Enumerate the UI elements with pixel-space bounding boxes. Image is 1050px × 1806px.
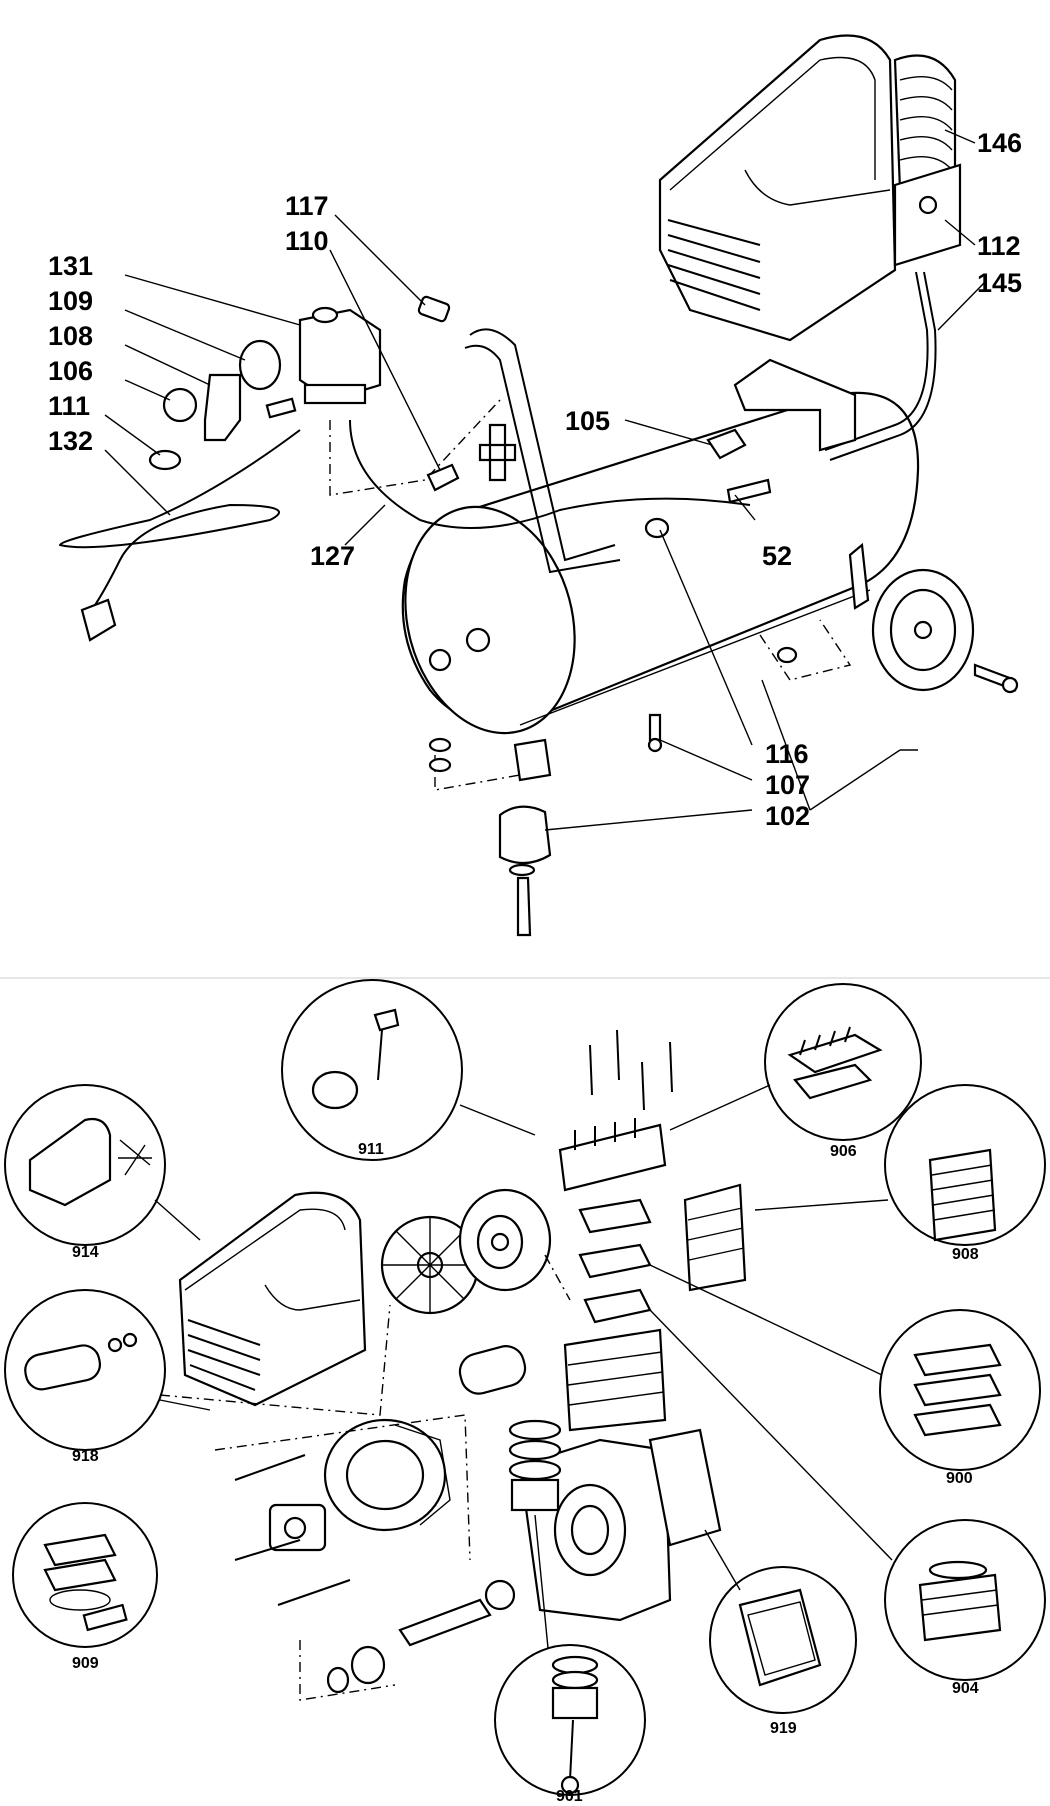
callout-108: 108 xyxy=(48,321,93,351)
compressor-assembly-diagram: 146 112 145 117 110 131 109 108 106 111 … xyxy=(48,34,1022,937)
rubber-foot-102 xyxy=(428,737,552,937)
drain-valve-105 xyxy=(706,428,747,460)
capacitor xyxy=(458,1345,527,1395)
callout-116: 116 xyxy=(765,739,809,769)
callout-102: 102 xyxy=(765,801,810,831)
gasket xyxy=(583,1288,652,1324)
pressure-switch-group xyxy=(148,306,382,471)
callout-110: 110 xyxy=(285,226,329,256)
detail-label-904: 904 xyxy=(952,1680,979,1697)
outlet-fitting-52 xyxy=(726,478,772,504)
detail-leaders xyxy=(154,1084,893,1649)
detail-label-911: 911 xyxy=(358,1141,384,1158)
callout-106: 106 xyxy=(48,356,93,386)
power-plug xyxy=(80,598,117,642)
finned-cylinder xyxy=(683,1183,747,1292)
head-bolts xyxy=(589,1029,673,1111)
cylinder-head xyxy=(558,1123,667,1192)
callout-107: 107 xyxy=(765,770,810,800)
callout-131: 131 xyxy=(48,251,93,281)
air-tank xyxy=(401,391,920,735)
detail-label-919: 919 xyxy=(770,1720,797,1737)
detail-904[interactable] xyxy=(884,1519,1046,1681)
valve-plate xyxy=(578,1243,652,1279)
detail-901[interactable] xyxy=(494,1644,646,1796)
callout-127: 127 xyxy=(310,541,355,571)
center-motor-cover xyxy=(178,1191,367,1407)
detail-label-906: 906 xyxy=(830,1143,857,1160)
detail-906[interactable] xyxy=(764,983,922,1141)
callout-145: 145 xyxy=(977,268,1022,298)
wheel xyxy=(848,542,1019,694)
valve-cover xyxy=(648,1428,722,1547)
nipple-116 xyxy=(644,517,670,539)
detail-label-914: 914 xyxy=(72,1244,99,1261)
crankshaft xyxy=(398,1598,492,1647)
detail-914[interactable] xyxy=(4,1084,166,1246)
callout-112: 112 xyxy=(977,231,1021,261)
check-valve-110 xyxy=(426,463,460,492)
drain-plug-107 xyxy=(648,713,662,742)
bell-housing xyxy=(458,1188,552,1292)
power-cord-132 xyxy=(58,429,301,606)
detail-909[interactable] xyxy=(12,1502,158,1648)
gasket-top xyxy=(578,1198,652,1234)
detail-label-900: 900 xyxy=(946,1470,973,1487)
tank-motor-bracket xyxy=(733,358,857,452)
outlet-pipe-145 xyxy=(829,271,937,461)
detail-label-918: 918 xyxy=(72,1448,99,1465)
leader-lines xyxy=(104,129,986,831)
detail-918[interactable] xyxy=(4,1289,166,1451)
detail-label-908: 908 xyxy=(952,1246,979,1263)
motor-stator xyxy=(268,1418,451,1552)
callout-105: 105 xyxy=(565,406,610,436)
motor-cover-assembly xyxy=(658,34,962,342)
callout-132: 132 xyxy=(48,426,93,456)
detail-908[interactable] xyxy=(884,1084,1046,1246)
cylinder-head-fins xyxy=(893,54,962,267)
callout-146: 146 xyxy=(977,128,1022,158)
callout-111: 111 xyxy=(48,391,90,421)
callout-52: 52 xyxy=(762,541,792,571)
pump-motor-exploded-view: 911 906 914 908 918 900 909 904 919 901 xyxy=(4,979,1046,1805)
carry-handle xyxy=(464,328,621,574)
detail-911[interactable] xyxy=(281,979,463,1161)
bearing xyxy=(350,1645,386,1685)
detail-label-909: 909 xyxy=(72,1655,99,1672)
callout-117: 117 xyxy=(285,191,329,221)
piston-rings xyxy=(508,1419,562,1512)
hose-127 xyxy=(349,419,751,529)
detail-900[interactable] xyxy=(879,1309,1041,1471)
detail-919[interactable] xyxy=(709,1566,857,1714)
detail-label-901: 901 xyxy=(556,1788,583,1805)
cylinder-stack xyxy=(558,1118,747,1432)
callout-109: 109 xyxy=(48,286,93,316)
fitting-117 xyxy=(417,295,451,323)
wheel-bracket xyxy=(848,542,870,610)
t-fitting xyxy=(478,423,517,482)
